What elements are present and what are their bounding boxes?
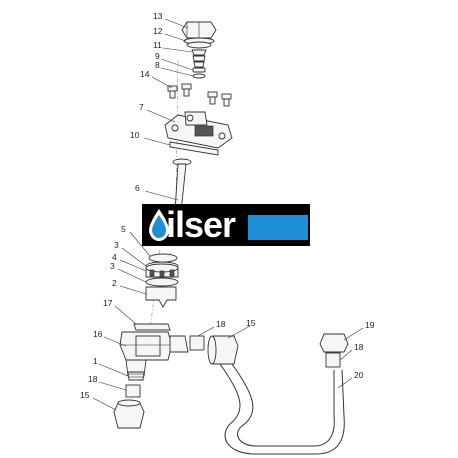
label-13: 13 (153, 11, 163, 21)
label-10: 10 (130, 130, 140, 140)
part-18-side-insert (189, 335, 205, 351)
part-17-gasket (133, 323, 171, 331)
part-4-bearing (145, 263, 179, 278)
water-drop-icon (149, 209, 169, 241)
part-3-lower-ring (145, 277, 179, 287)
part-20-hose (219, 363, 345, 455)
label-15-side: 15 (246, 318, 256, 328)
part-15-lower-nut (113, 399, 145, 429)
part-7-valve-body (164, 111, 233, 149)
part-1-threaded-nipple (127, 371, 145, 381)
part-16-main-body (119, 331, 189, 377)
part-12-washer (186, 41, 212, 49)
part-8-o-ring (192, 73, 206, 79)
part-11-spring (191, 49, 207, 68)
part-14-screws (167, 83, 232, 107)
logo-accent-bar (248, 215, 308, 240)
part-13-cap-nut (181, 21, 217, 45)
label-17: 17 (103, 298, 113, 308)
part-9-pin (192, 67, 206, 73)
label-18-side: 18 (216, 319, 226, 329)
label-9: 9 (155, 51, 160, 61)
label-18-lower: 18 (88, 374, 98, 384)
part-15-side-nut (207, 335, 239, 365)
label-18-right: 18 (354, 342, 364, 352)
part-18-right-insert (325, 352, 341, 368)
label-2: 2 (112, 278, 117, 288)
label-12: 12 (153, 26, 163, 36)
label-20: 20 (354, 370, 364, 380)
label-4: 4 (112, 252, 117, 262)
label-5: 5 (121, 224, 126, 234)
label-3-upper: 3 (114, 240, 119, 250)
label-1: 1 (93, 356, 98, 366)
label-8: 8 (155, 60, 160, 70)
part-2-cam (145, 286, 177, 308)
label-6: 6 (135, 183, 140, 193)
label-14: 14 (140, 69, 150, 79)
label-15-lower: 15 (80, 390, 90, 400)
logo-wordmark: ilser (166, 204, 236, 245)
leader-lines (92, 18, 364, 411)
label-16: 16 (93, 329, 103, 339)
part-5-o-ring (148, 253, 178, 263)
label-3-lower: 3 (110, 261, 115, 271)
part-10-gasket (169, 141, 219, 156)
label-19: 19 (365, 320, 375, 330)
label-7: 7 (139, 102, 144, 112)
part-18-lower-insert (125, 384, 141, 398)
ilser-logo: ilser (142, 204, 310, 246)
part-19-elbow-fitting (319, 333, 349, 353)
label-11: 11 (153, 40, 162, 50)
